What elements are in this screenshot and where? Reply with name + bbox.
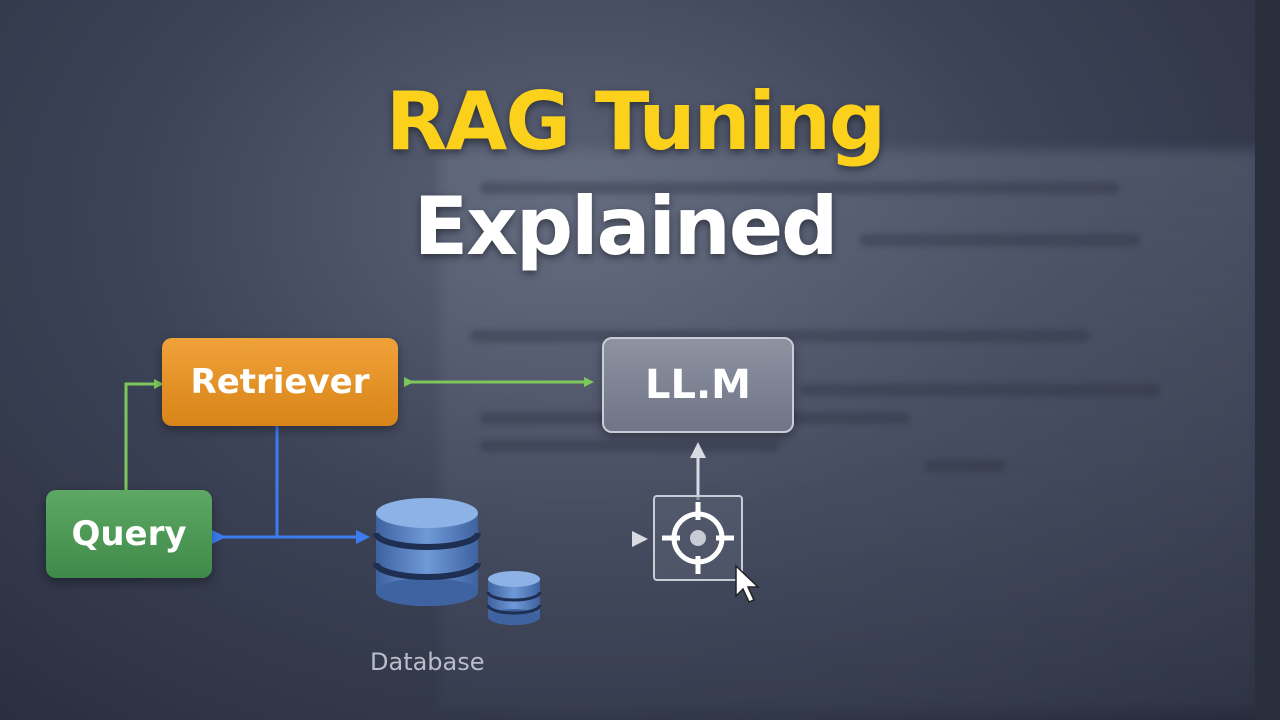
database-label: Database (370, 648, 485, 676)
background-text-line (925, 460, 1005, 472)
background-text-line (800, 384, 1160, 396)
background-text-line (860, 234, 1140, 246)
title-line-2: Explained (413, 180, 839, 273)
small-database-icon (486, 571, 542, 625)
llm-node: LL.M (602, 337, 794, 433)
database-icon (373, 498, 481, 606)
query-to-retriever-arrow (124, 379, 164, 490)
mouse-cursor-icon (735, 564, 760, 603)
background-text-line (480, 182, 1120, 194)
retriever-node: Retriever (162, 338, 398, 426)
query-node: Query (46, 490, 212, 578)
background-document-panel (440, 150, 1260, 710)
background-edge (1255, 0, 1280, 720)
title-line-1: RAG Tuning (385, 75, 886, 168)
target-crosshair-icon (653, 495, 743, 581)
